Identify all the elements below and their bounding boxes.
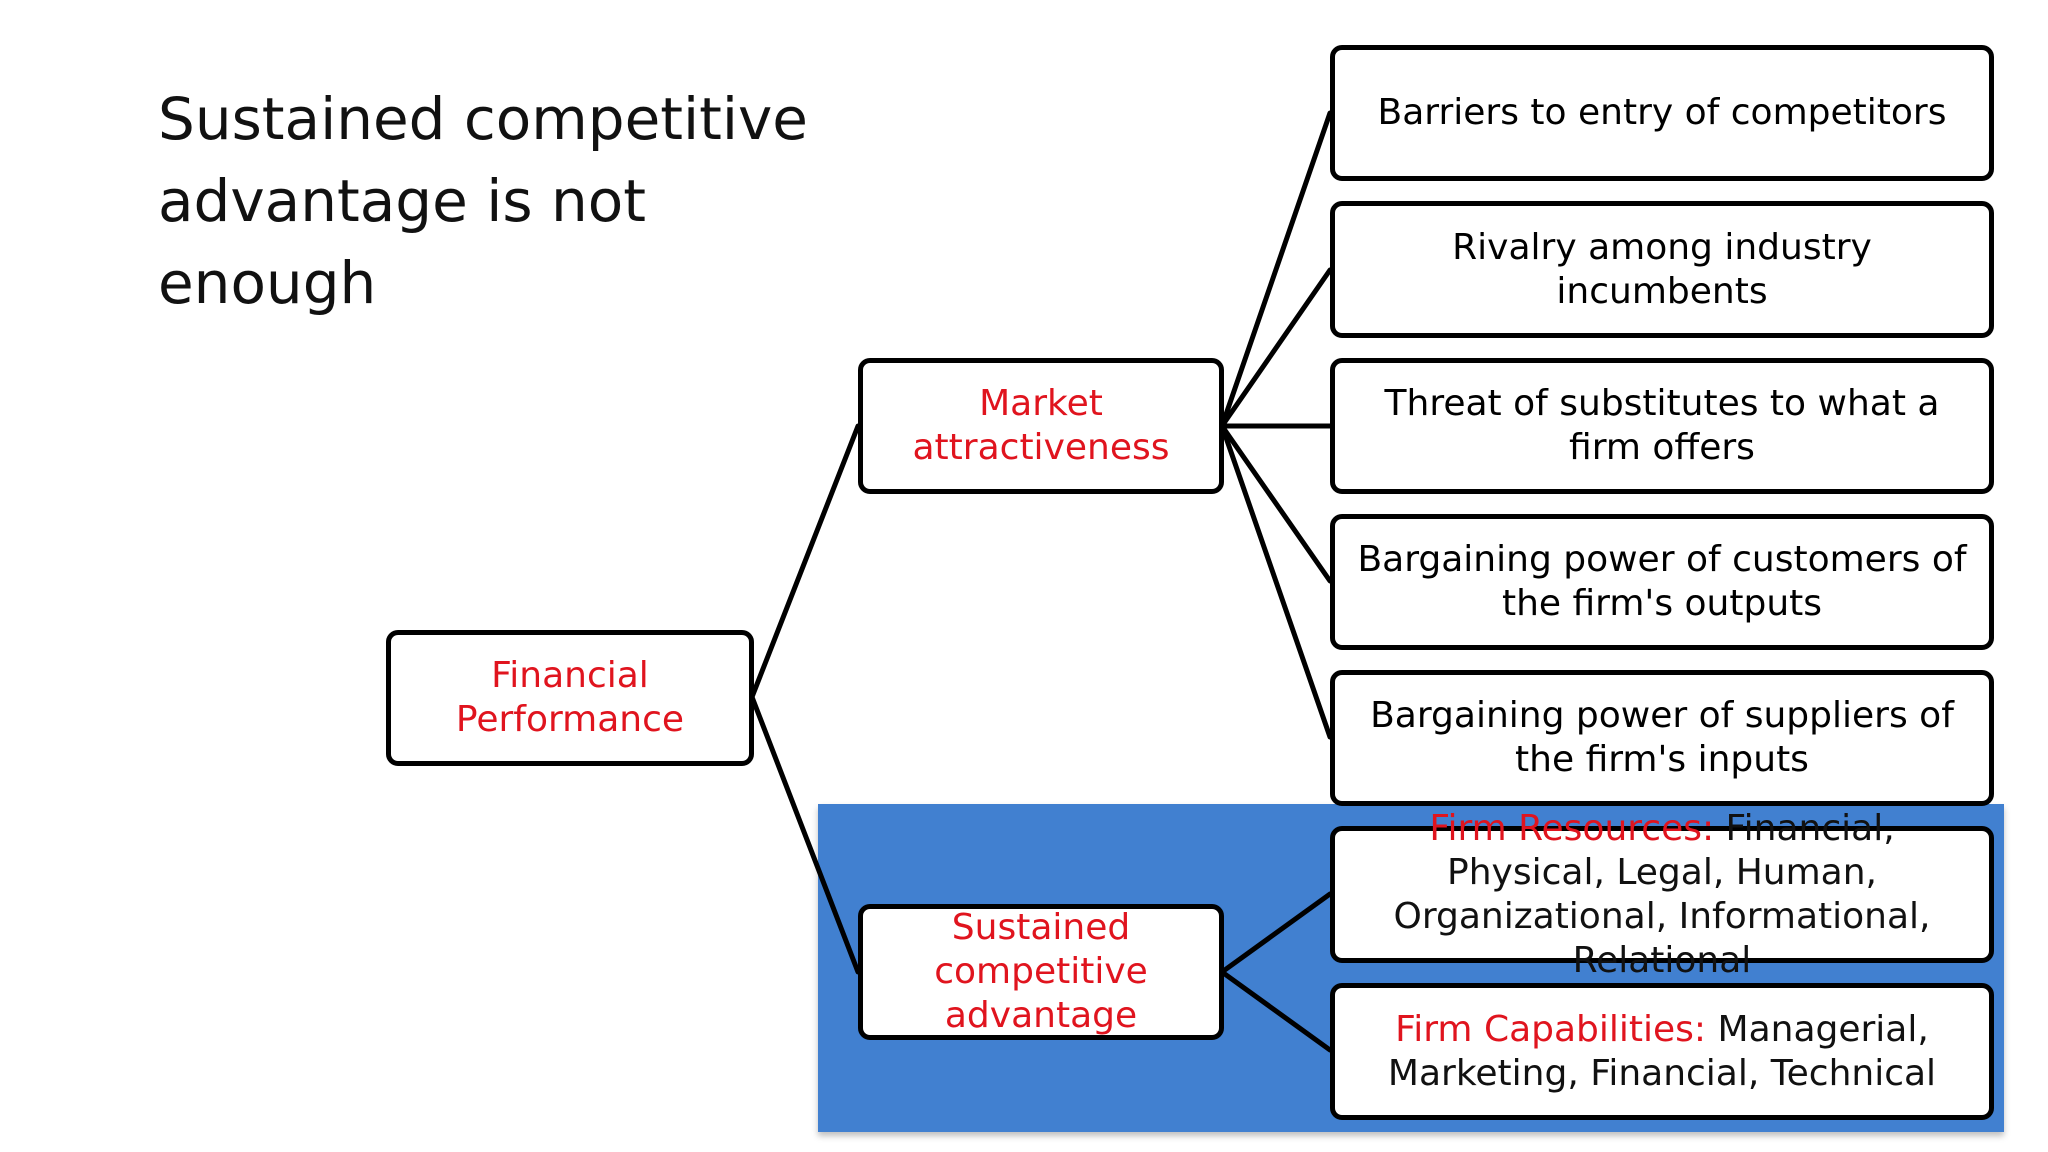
node-market-attractiveness-label: Market attractiveness bbox=[912, 383, 1170, 468]
firm-resources-list: Financial, Physical, Legal, Human, Organ… bbox=[1393, 807, 1931, 981]
node-firm-capabilities-text: Firm Capabilities: Managerial, Marketing… bbox=[1349, 1008, 1975, 1096]
node-financial-performance-label: Financial Performance bbox=[455, 655, 685, 740]
node-firm-resources-text: Firm Resources: Financial, Physical, Leg… bbox=[1349, 807, 1975, 983]
node-rivalry-label: Rivalry among industry incumbents bbox=[1452, 226, 1872, 312]
node-rivalry: Rivalry among industry incumbents bbox=[1330, 201, 1994, 338]
node-barriers-to-entry: Barriers to entry of competitors bbox=[1330, 45, 1994, 181]
connector-sca-capabilities bbox=[1219, 969, 1333, 1053]
connector-market-barriers bbox=[1219, 110, 1333, 429]
node-substitutes-label: Threat of substitutes to what a firm off… bbox=[1384, 383, 1940, 468]
node-bargaining-power-suppliers: Bargaining power of suppliers of the fir… bbox=[1330, 670, 1994, 806]
connector-sca-resources bbox=[1219, 891, 1333, 975]
firm-capabilities-list: Managerial, Marketing, Financial, Techni… bbox=[1387, 1008, 1937, 1094]
node-threat-of-substitutes: Threat of substitutes to what a firm off… bbox=[1330, 358, 1994, 494]
firm-capabilities-label: Firm Capabilities: bbox=[1395, 1008, 1707, 1050]
connector-market-rivalry bbox=[1219, 267, 1333, 429]
node-suppliers-label: Bargaining power of suppliers of the fir… bbox=[1370, 695, 1954, 780]
node-sustained-competitive-advantage: Sustained competitive advantage bbox=[858, 904, 1224, 1040]
node-firm-resources: Firm Resources: Financial, Physical, Leg… bbox=[1330, 808, 1994, 981]
connector-fp-market bbox=[749, 423, 861, 700]
firm-resources-label: Firm Resources: bbox=[1429, 807, 1715, 849]
node-customers-label: Bargaining power of customers of the fir… bbox=[1357, 539, 1967, 624]
node-financial-performance: Financial Performance bbox=[386, 630, 754, 766]
connector-market-customers bbox=[1219, 423, 1333, 584]
node-sca-label: Sustained competitive advantage bbox=[934, 907, 1148, 1036]
connector-fp-sca bbox=[749, 694, 861, 975]
connector-market-suppliers bbox=[1219, 423, 1333, 740]
node-bargaining-power-customers: Bargaining power of customers of the fir… bbox=[1330, 514, 1994, 650]
node-firm-capabilities: Firm Capabilities: Managerial, Marketing… bbox=[1330, 983, 1994, 1120]
slide-title: Sustained competitive advantage is not e… bbox=[158, 85, 808, 317]
node-market-attractiveness: Market attractiveness bbox=[858, 358, 1224, 494]
node-barriers-label: Barriers to entry of competitors bbox=[1377, 92, 1947, 133]
